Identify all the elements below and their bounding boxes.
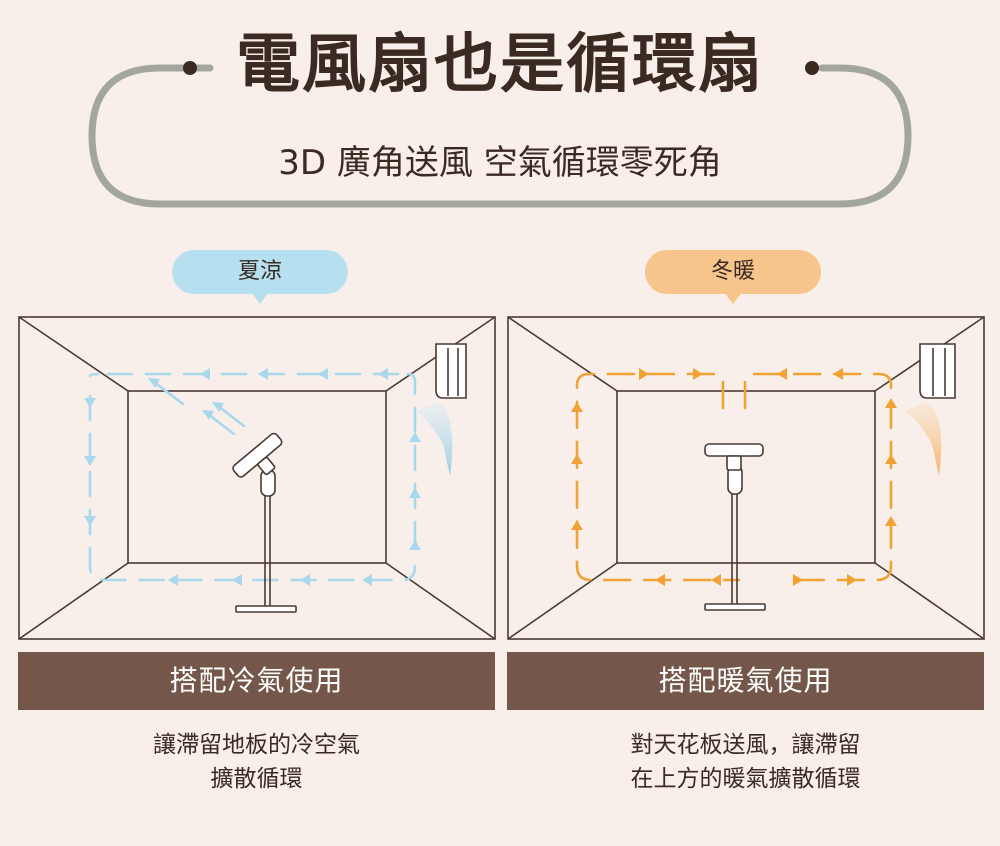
winter-badge: 冬暖 bbox=[645, 250, 821, 294]
warm-circulation-arrows bbox=[575, 372, 893, 582]
summer-description: 讓滯留地板的冷空氣 擴散循環 bbox=[18, 728, 495, 798]
summer-description-line: 讓滯留地板的冷空氣 bbox=[153, 732, 360, 758]
air-conditioner-icon bbox=[435, 343, 467, 399]
warm-arrow-heads bbox=[571, 368, 897, 586]
summer-room-diagram bbox=[18, 316, 496, 640]
heater-icon bbox=[919, 343, 956, 399]
fan-blow-arrows bbox=[152, 380, 246, 436]
summer-badge: 夏涼 bbox=[172, 250, 348, 294]
tilted-fan-icon bbox=[232, 432, 297, 613]
summer-description-line: 擴散循環 bbox=[210, 766, 303, 792]
warm-air-flow bbox=[905, 402, 942, 476]
cool-air-flow bbox=[416, 402, 453, 476]
winter-caption-bar: 搭配暖氣使用 bbox=[507, 652, 984, 710]
page-subtitle: 3D 廣角送風 空氣循環零死角 bbox=[278, 143, 722, 183]
summer-caption-bar: 搭配冷氣使用 bbox=[18, 652, 495, 710]
summer-badge-pointer bbox=[251, 292, 269, 304]
winter-description-line: 對天花板送風，讓滯留 bbox=[630, 732, 861, 758]
upward-fan-icon bbox=[704, 443, 766, 611]
page-title: 電風扇也是循環扇 bbox=[236, 28, 764, 102]
title-dot-left bbox=[183, 61, 197, 75]
title-dot-right bbox=[805, 61, 819, 75]
title-frame bbox=[88, 61, 912, 208]
winter-description-line: 在上方的暖氣擴散循環 bbox=[630, 766, 861, 792]
room-outline bbox=[507, 316, 985, 640]
cool-arrow-heads bbox=[84, 368, 421, 586]
winter-description: 對天花板送風，讓滯留 在上方的暖氣擴散循環 bbox=[507, 728, 984, 798]
winter-badge-pointer bbox=[724, 292, 742, 304]
winter-room-diagram bbox=[507, 316, 985, 640]
cool-circulation-arrows bbox=[88, 372, 417, 582]
